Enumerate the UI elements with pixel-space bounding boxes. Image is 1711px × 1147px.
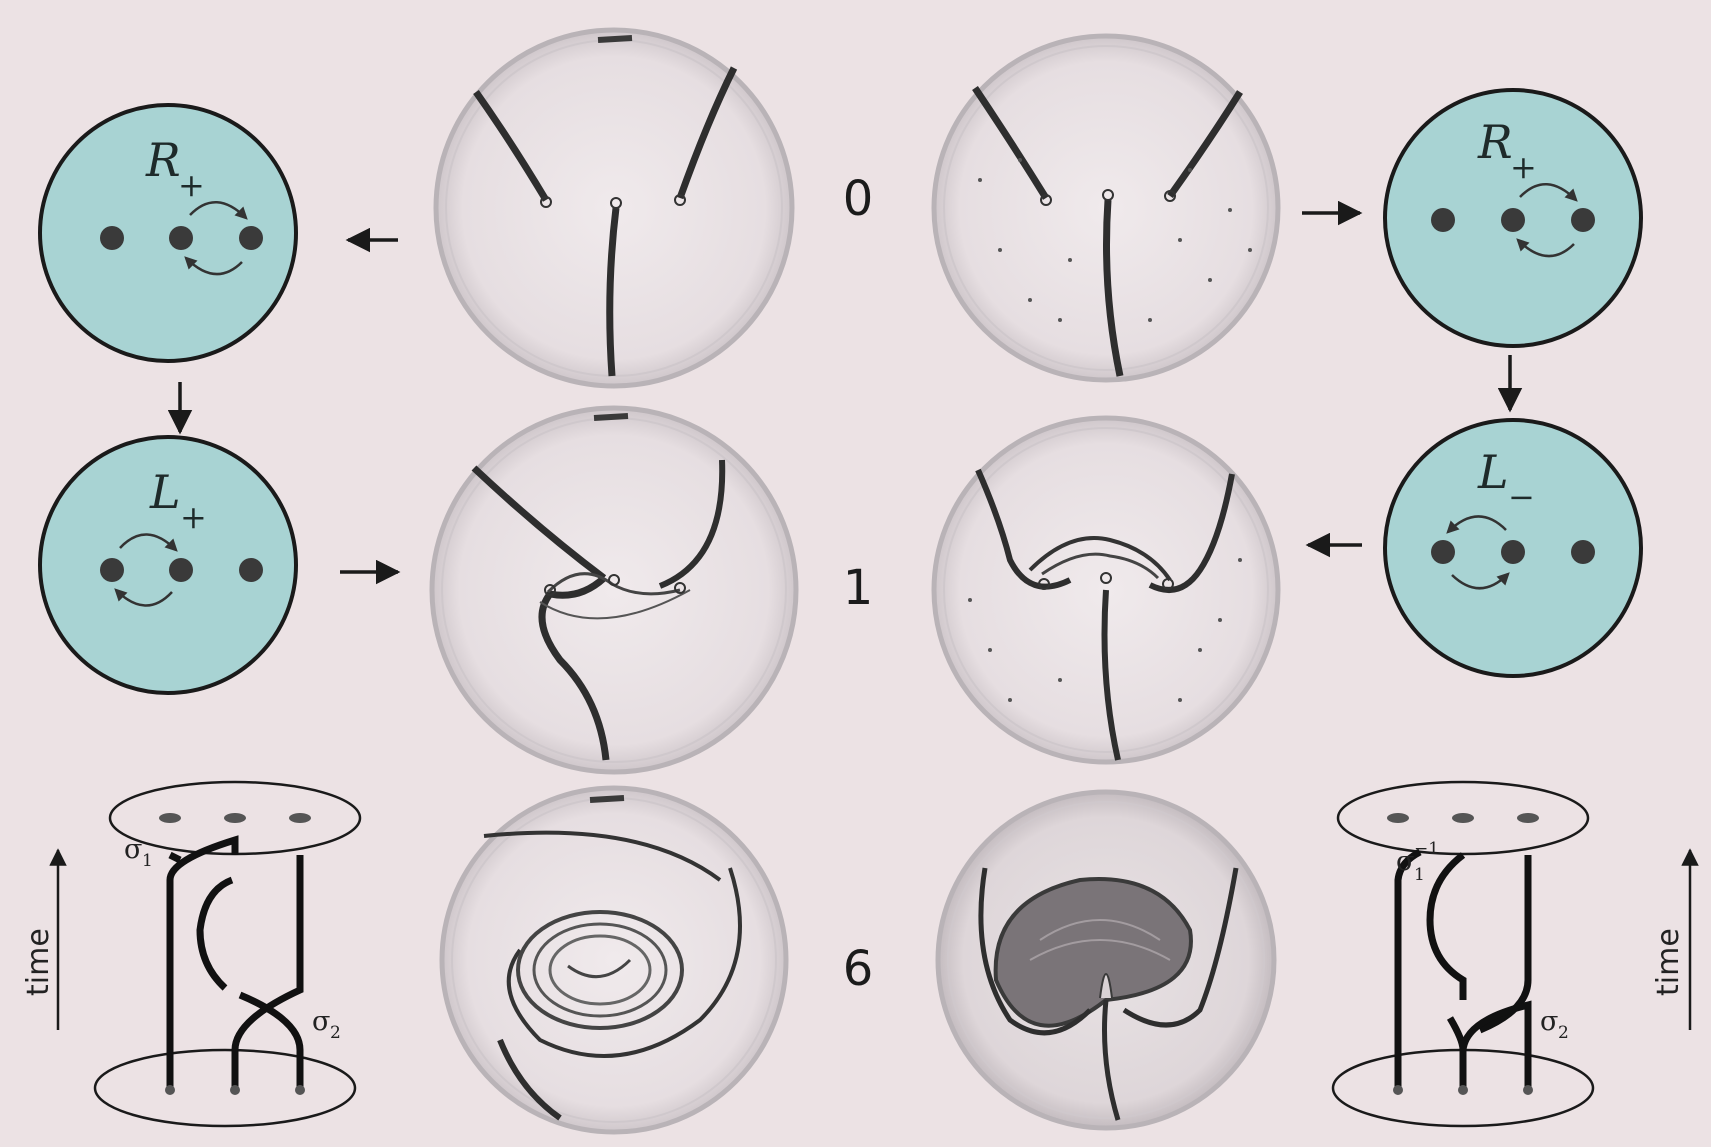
left-time-axis: time	[21, 850, 58, 1030]
dish-left-step-6	[442, 788, 786, 1132]
step-label-1: 1	[843, 560, 874, 616]
braid-label-sigma2: σ	[1540, 1006, 1558, 1037]
left-op-r-symbol: R	[145, 133, 181, 187]
braid-label-sigma1-sub: 1	[142, 851, 153, 871]
rod-b	[1501, 540, 1525, 564]
step-label-6: 6	[843, 941, 874, 997]
rod-c	[1571, 208, 1595, 232]
left-op-r-sub: +	[178, 166, 205, 204]
right-op-l-sub: −	[1508, 478, 1535, 516]
right-op-r-symbol: R	[1477, 115, 1513, 169]
rod-c	[239, 226, 263, 250]
right-op-disk-l-minus: L −	[1385, 420, 1641, 676]
right-op-disk-r-plus: R +	[1385, 90, 1641, 346]
rod-a	[1431, 208, 1455, 232]
braid-label-sigma1: σ	[124, 834, 142, 865]
rod-b	[169, 226, 193, 250]
dish-right-step-6	[938, 792, 1274, 1128]
left-op-disk-l-plus: L +	[40, 437, 296, 693]
braid-label-sigma1-sub: 1	[1414, 865, 1425, 885]
braid-label-sigma2: σ	[312, 1006, 330, 1037]
braid-label-sigma1-sup: −1	[1414, 839, 1439, 859]
rod-a	[100, 558, 124, 582]
left-braid-diagram: σ 1 σ 2	[95, 782, 360, 1126]
left-op-l-sub: +	[180, 498, 207, 536]
dish-left-step-0	[436, 30, 792, 386]
rod-a	[1431, 540, 1455, 564]
right-time-axis: time	[1651, 850, 1690, 1030]
braid-label-sigma2-sub: 2	[330, 1023, 341, 1043]
rod-c	[1571, 540, 1595, 564]
time-axis-label: time	[1651, 928, 1686, 996]
dish-right-step-1	[934, 418, 1278, 762]
dish-left-step-1	[432, 408, 796, 772]
right-op-r-sub: +	[1510, 148, 1537, 186]
right-braid-diagram: σ 1 −1 σ 2	[1333, 782, 1593, 1126]
rod-b	[169, 558, 193, 582]
braid-label-sigma1: σ	[1396, 846, 1414, 877]
braid-bottom-plate	[95, 1050, 355, 1126]
dish-right-step-0	[934, 36, 1278, 380]
rod-a	[100, 226, 124, 250]
left-op-disk-r-plus: R +	[40, 105, 296, 361]
left-op-l-symbol: L	[149, 465, 181, 519]
right-op-l-symbol: L	[1477, 445, 1509, 499]
rod-c	[239, 558, 263, 582]
braid-label-sigma2-sub: 2	[1558, 1023, 1569, 1043]
time-axis-label: time	[21, 928, 56, 996]
step-label-0: 0	[843, 171, 874, 227]
rod-b	[1501, 208, 1525, 232]
